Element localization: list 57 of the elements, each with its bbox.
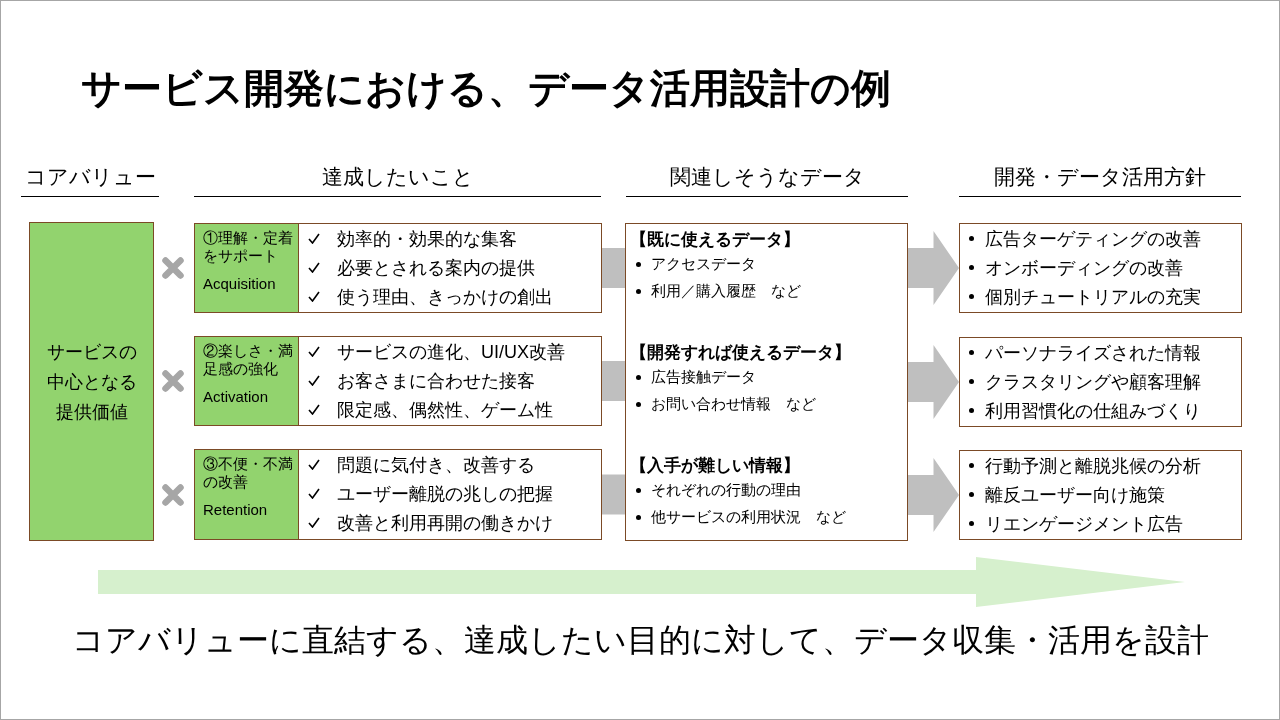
policy-box [959,223,1242,313]
value-box [29,222,154,541]
value-text: サービスの中心となる提供価値 [45,340,138,424]
connector-bar [602,474,625,515]
block-arrow [908,458,959,532]
check-item: 効率的・効果的な集客 [337,227,517,251]
column-header: 開発・データ活用方針 [959,160,1241,197]
check-item: 改善と利用再開の働きかけ [337,511,553,535]
list-item: 個別チュートリアルの充実 [985,285,1201,309]
check-item: 問題に気付き、改善する [337,453,535,477]
list-heading: 【入手が難しい情報】 [630,455,801,476]
policy-box [959,450,1242,540]
connector-bar [602,248,625,288]
caption-text: コアバリューに直結する、達成したい目的に対して、データ収集・活用を設計 [70,621,1210,660]
list-item: 行動予測と離脱兆候の分析 [985,454,1201,478]
list-item: お問い合わせ情報 など [651,395,816,414]
list-item: アクセスデータ [651,255,756,274]
goal-term: Activation [203,388,270,406]
column-header: コアバリュー [21,160,159,197]
list-item: リエンゲージメント広告 [985,512,1183,536]
goal-title: ②楽しさ・満足感の強化 [203,342,294,378]
goal-title: ①理解・定着をサポート [203,229,294,265]
list-item: クラスタリングや顧客理解 [985,370,1201,394]
column-header: 関連しそうなデータ [626,160,908,197]
list-item: それぞれの行動の理由 [651,481,801,500]
checklist-box [298,223,602,313]
goal-box [194,336,299,426]
goal-term: Acquisition [203,275,277,293]
check-item: サービスの進化、UI/UX改善 [337,340,565,364]
list-heading: 【既に使えるデータ】 [630,229,801,250]
block-arrow [908,231,959,305]
goal-box [194,449,299,540]
check-item: 使う理由、きっかけの創出 [337,285,553,309]
goal-box [194,223,299,313]
list-item: 広告接触データ [651,368,756,387]
policy-box [959,337,1242,427]
column-header: 達成したいこと [194,160,601,197]
list-item: 利用習慣化の仕組みづくり [985,399,1201,423]
check-item: お客さまに合わせた接客 [337,369,535,393]
list-item: 広告ターゲティングの改善 [985,227,1201,251]
list-item: 利用／購入履歴 など [651,282,801,301]
list-item: 離反ユーザー向け施策 [985,483,1165,507]
block-arrow [908,345,959,419]
list-item: パーソナライズされた情報 [985,341,1201,365]
slide-title: サービス開発における、データ活用設計の例 [81,65,891,112]
check-item: 限定感、偶然性、ゲーム性 [337,398,553,422]
connector-bar [602,361,625,401]
check-item: 必要とされる案内の提供 [337,256,535,280]
checklist-box [298,449,602,540]
list-item: 他サービスの利用状況 など [651,508,846,527]
check-item: ユーザー離脱の兆しの把握 [337,482,553,506]
checklist-box [298,336,602,426]
list-heading: 【開発すれば使えるデータ】 [630,342,852,364]
list-item: オンボーディングの改善 [985,256,1183,280]
goal-title: ③不便・不満の改善 [203,455,294,491]
data-list-box [625,223,908,541]
goal-term: Retention [203,501,269,519]
